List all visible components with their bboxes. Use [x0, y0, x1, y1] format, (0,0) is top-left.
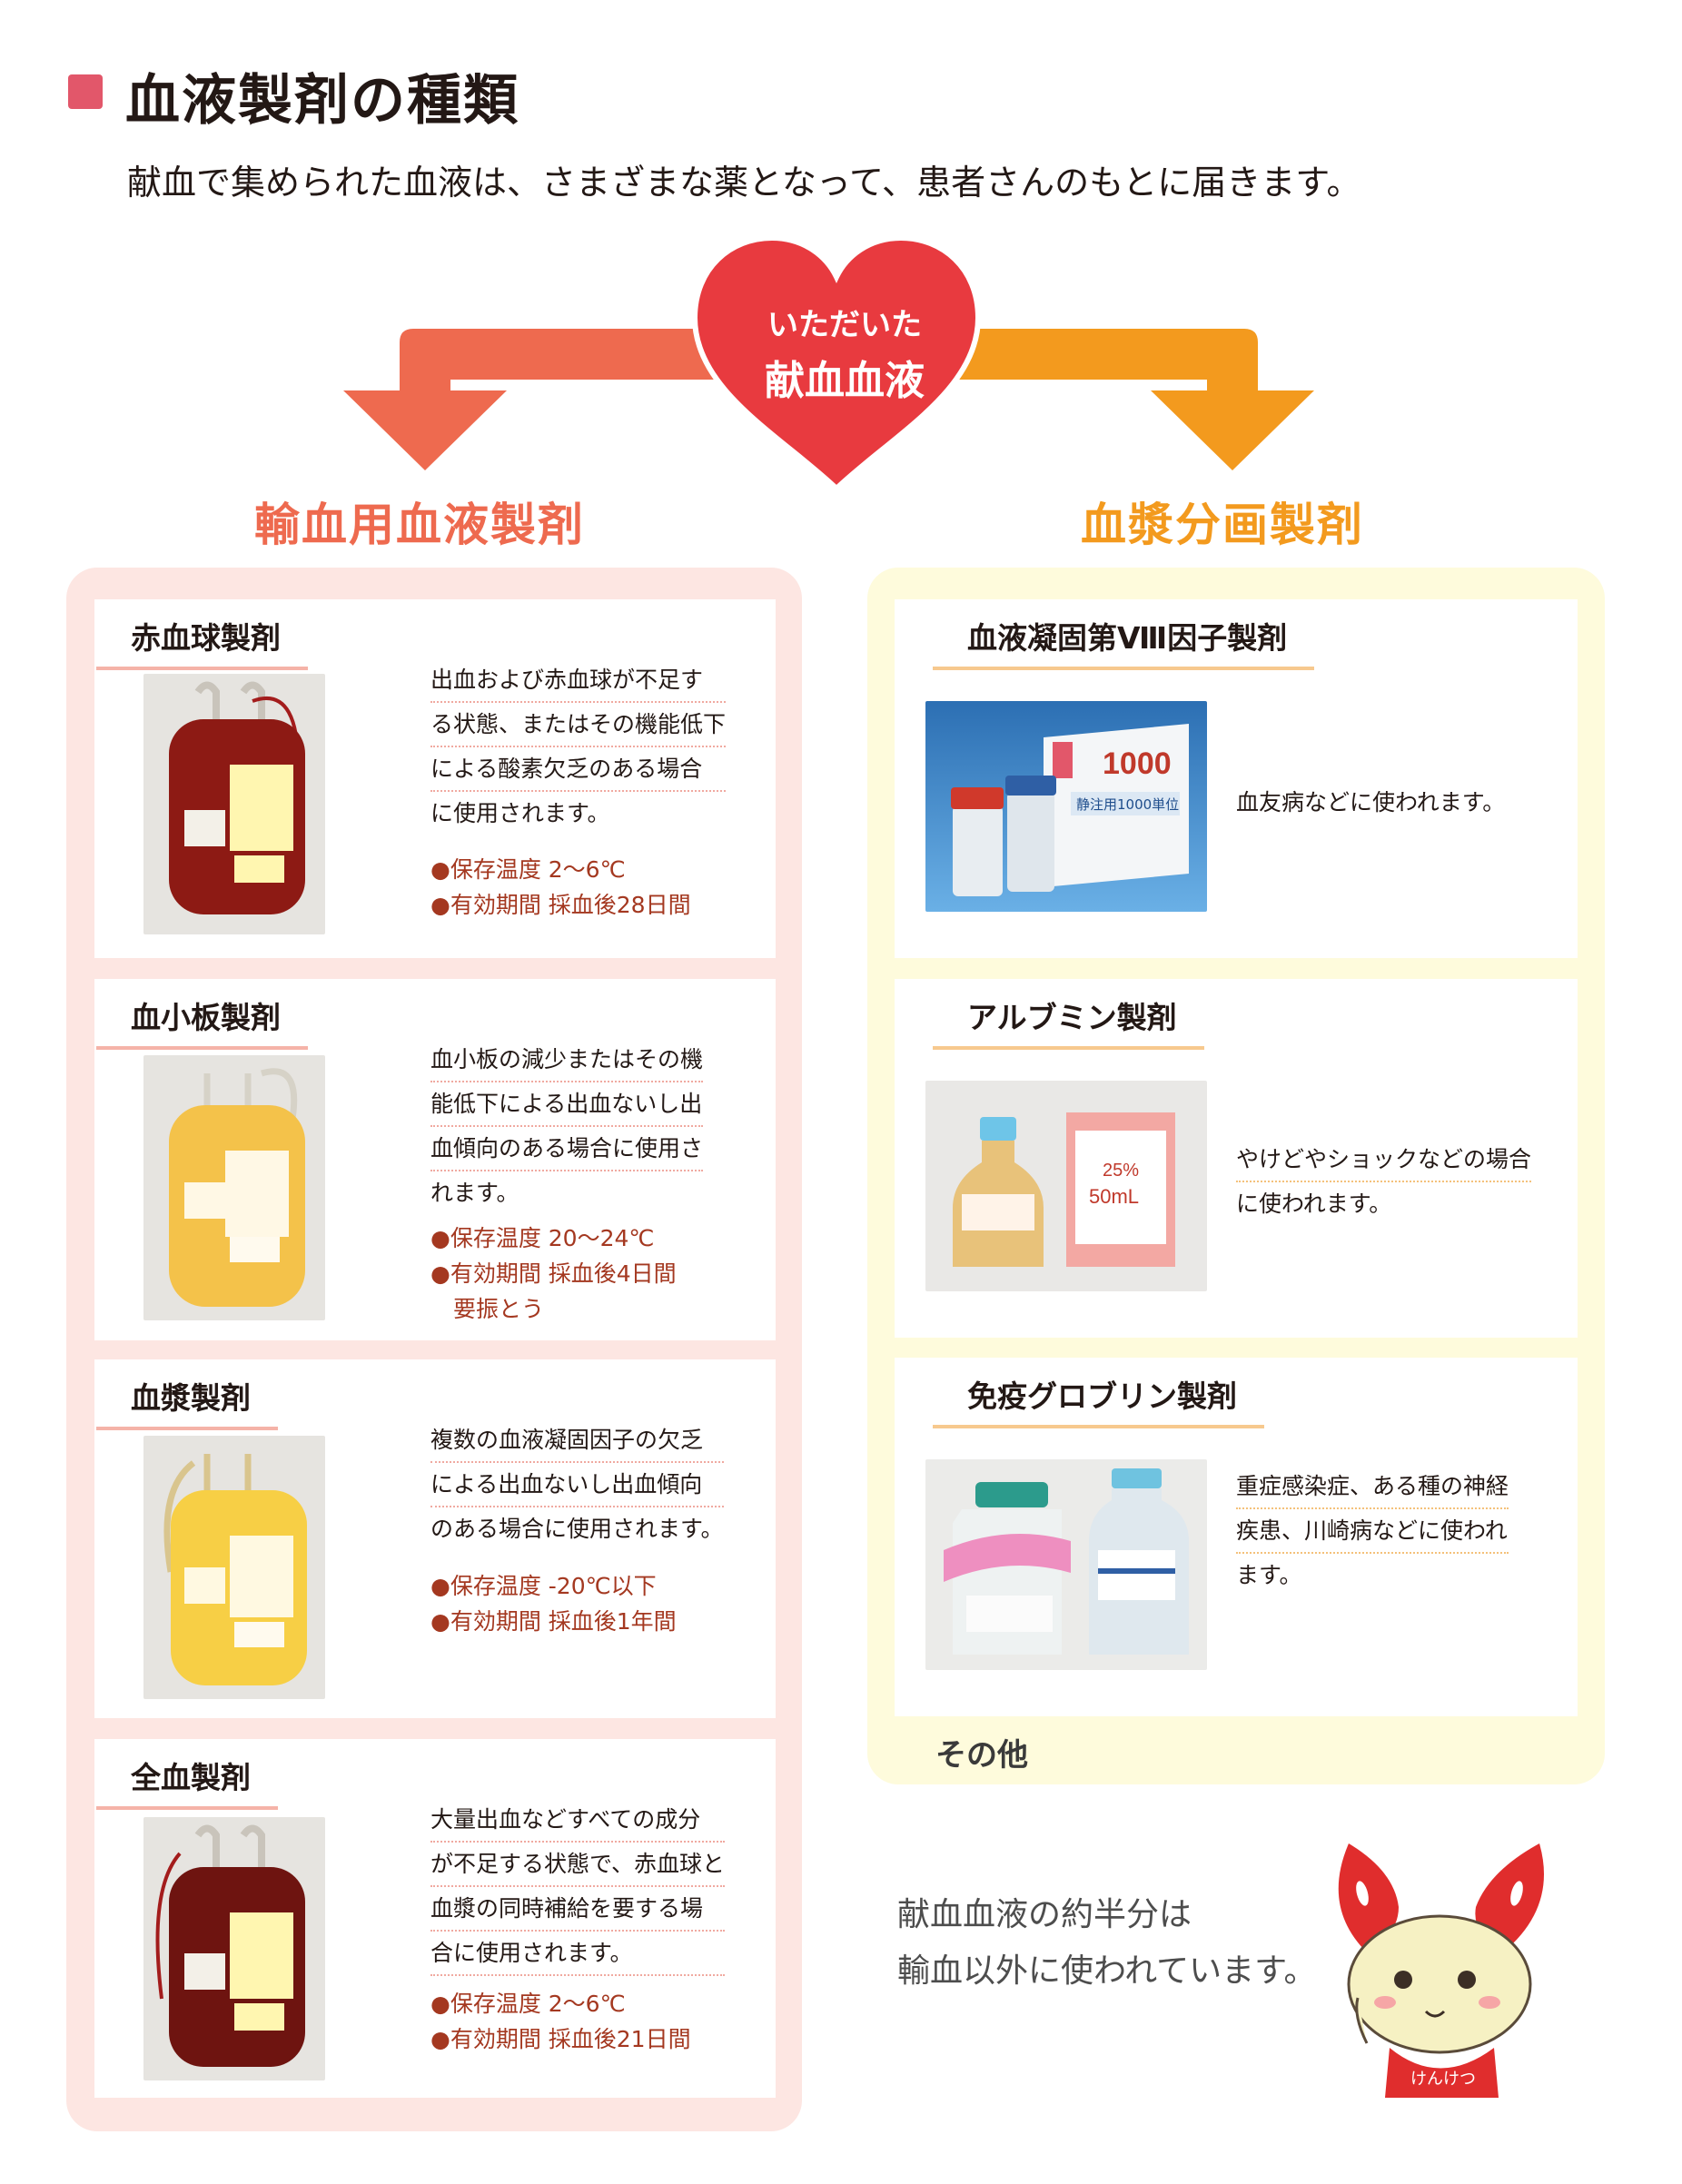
expiry-period: ●有効期間 採血後4日間: [430, 1260, 677, 1287]
expiry-period: ●有効期間 採血後21日間: [430, 2026, 691, 2052]
product-card-plasma: 血漿製剤 複数の血液凝固因子の欠乏 による出血ないし出血傾向 のある場合に使用さ…: [94, 1359, 776, 1718]
card-description: やけどやショックなどの場合 に使われます。: [1236, 1138, 1532, 1225]
heart-line2: 献血血液: [765, 358, 925, 404]
desc-line: 合に使用されます。: [430, 1932, 726, 1976]
card-title: 血漿製剤: [96, 1374, 278, 1430]
product-card-red-cells: 赤血球製剤 出血および赤血球が不足す る状態、またはその機能低下 による酸素欠乏…: [94, 599, 776, 958]
desc-line: による酸素欠乏のある場合: [430, 747, 727, 792]
card-title: 血液凝固第Ⅷ因子製剤: [933, 614, 1315, 670]
storage-temp: ●保存温度 2～6℃: [430, 856, 626, 883]
fractionation-heading: 血漿分画製剤: [1081, 499, 1364, 551]
card-description: 複数の血液凝固因子の欠乏 による出血ないし出血傾向 のある場合に使用されます。: [430, 1418, 724, 1550]
flow-arrows: [343, 234, 1314, 493]
product-card-whole-blood: 全血製剤 大量出血などすべての成分 が不足する状態で、赤血球と 血漿の同時補給を…: [94, 1739, 776, 2098]
desc-line: 血傾向のある場合に使用さ: [430, 1127, 704, 1171]
storage-info: ●保存温度 -20℃以下 ●有効期間 採血後1年間: [430, 1568, 677, 1639]
expiry-period: ●有効期間 採血後1年間: [430, 1608, 677, 1635]
heart-line1: いただいた: [767, 307, 922, 343]
footer-line2: 輸血以外に使われています。: [897, 1952, 1317, 1990]
desc-line: 複数の血液凝固因子の欠乏: [430, 1418, 724, 1463]
storage-temp: ●保存温度 20～24℃: [430, 1225, 655, 1251]
card-description: 血友病などに使われます。: [1236, 781, 1505, 824]
storage-temp: ●保存温度 2～6℃: [430, 1991, 626, 2017]
desc-line: による出血ないし出血傾向: [430, 1463, 724, 1507]
footer-note: 献血血液の約半分は 輸血以外に使われています。: [897, 1887, 1317, 2000]
product-card-albumin: アルブミン製剤 25% 50mL やけどやショックなどの場合 に使われます。: [895, 979, 1578, 1338]
desc-line: 疾患、川崎病などに使われ: [1236, 1509, 1509, 1554]
svg-text:けんけつ: けんけつ: [1410, 2070, 1476, 2089]
page-subtitle: 献血で集められた血液は、さまざまな薬となって、患者さんのもとに届きます。: [127, 163, 1361, 203]
page-title: 血液製剤の種類: [125, 69, 519, 133]
platelet-bag-image: [143, 1055, 325, 1320]
svg-text:1000: 1000: [1103, 746, 1172, 781]
desc-line: に使用されます。: [430, 800, 610, 826]
transfusion-heading: 輸血用血液製剤: [254, 499, 585, 551]
desc-line: 血小板の減少またはその機: [430, 1038, 704, 1082]
card-description: 血小板の減少またはその機 能低下による出血ないし出 血傾向のある場合に使用さ れ…: [430, 1038, 704, 1214]
desc-line: れます。: [430, 1180, 519, 1206]
heart-icon: [691, 234, 982, 493]
desc-line: 血漿の同時補給を要する場: [430, 1887, 726, 1932]
storage-info: ●保存温度 20～24℃ ●有効期間 採血後4日間 要振とう: [430, 1220, 677, 1327]
svg-text:50mL: 50mL: [1089, 1185, 1139, 1208]
title-marker-icon: [68, 74, 103, 109]
card-title: 免疫グロブリン製剤: [933, 1372, 1264, 1428]
desc-line: やけどやショックなどの場合: [1236, 1138, 1532, 1182]
blood-bag-icon: [169, 681, 305, 914]
product-card-platelets: 血小板製剤 血小板の減少またはその機 能低下による出血ないし出 血傾向のある場合…: [94, 979, 776, 1340]
desc-line: 重症感染症、ある種の神経: [1236, 1465, 1509, 1509]
desc-line: のある場合に使用されます。: [430, 1516, 724, 1542]
desc-line: 血友病などに使われます。: [1236, 789, 1506, 815]
desc-line: ます。: [1236, 1562, 1302, 1588]
plasma-bag-image: [143, 1436, 325, 1699]
mascot-kenketsu-chan-icon: けんけつ: [1338, 1843, 1544, 2098]
immunoglobulin-vials-icon: [944, 1468, 1189, 1655]
card-description: 重症感染症、ある種の神経 疾患、川崎病などに使われ ます。: [1236, 1465, 1509, 1596]
desc-line: が不足する状態で、赤血球と: [430, 1843, 726, 1887]
plasma-bag-icon: [163, 1454, 307, 1685]
desc-line: に使われます。: [1236, 1191, 1392, 1217]
card-title: アルブミン製剤: [933, 993, 1204, 1050]
footer-line1: 献血血液の約半分は: [897, 1896, 1192, 1933]
card-title: 全血製剤: [96, 1754, 278, 1810]
storage-info: ●保存温度 2～6℃ ●有効期間 採血後28日間: [430, 852, 691, 923]
product-card-factor-viii: 血液凝固第Ⅷ因子製剤 1000 静注用1000単位 血友病などに使われます。: [895, 599, 1578, 958]
card-description: 大量出血などすべての成分 が不足する状態で、赤血球と 血漿の同時補給を要する場 …: [430, 1798, 726, 1976]
immunoglobulin-image: [925, 1459, 1207, 1670]
desc-line: 出血および赤血球が不足す: [430, 658, 727, 703]
card-description: 出血および赤血球が不足す る状態、またはその機能低下 による酸素欠乏のある場合 …: [430, 658, 727, 835]
svg-text:25%: 25%: [1103, 1161, 1139, 1181]
product-card-immunoglobulin: 免疫グロブリン製剤 重症感染症、ある種の神経 疾患、川崎病などに使われ ます。: [895, 1358, 1578, 1716]
storage-temp: ●保存温度 -20℃以下: [430, 1573, 657, 1599]
whole-blood-bag-image: [143, 1817, 325, 2080]
storage-info: ●保存温度 2～6℃ ●有効期間 採血後21日間: [430, 1986, 691, 2057]
platelet-bag-icon: [169, 1068, 305, 1307]
albumin-bottle-icon: 25% 50mL: [953, 1112, 1175, 1267]
card-title: 赤血球製剤: [96, 614, 308, 670]
other-label: その他: [935, 1737, 1028, 1774]
handling-note: 要振とう: [430, 1296, 545, 1322]
red-cell-bag-image: [143, 674, 325, 934]
desc-line: 大量出血などすべての成分: [430, 1798, 726, 1843]
card-title: 血小板製剤: [96, 993, 308, 1050]
expiry-period: ●有効期間 採血後28日間: [430, 892, 691, 918]
albumin-image: 25% 50mL: [925, 1081, 1207, 1291]
medicine-box-icon: 1000 静注用1000単位: [951, 724, 1189, 896]
heart-label: いただいた 献血血液: [699, 300, 990, 406]
svg-text:静注用1000単位: 静注用1000単位: [1076, 796, 1179, 813]
desc-line: る状態、またはその機能低下: [430, 703, 727, 747]
whole-blood-bag-icon: [155, 1824, 305, 2067]
desc-line: 能低下による出血ないし出: [430, 1082, 704, 1127]
factor-viii-image: 1000 静注用1000単位: [925, 701, 1207, 912]
